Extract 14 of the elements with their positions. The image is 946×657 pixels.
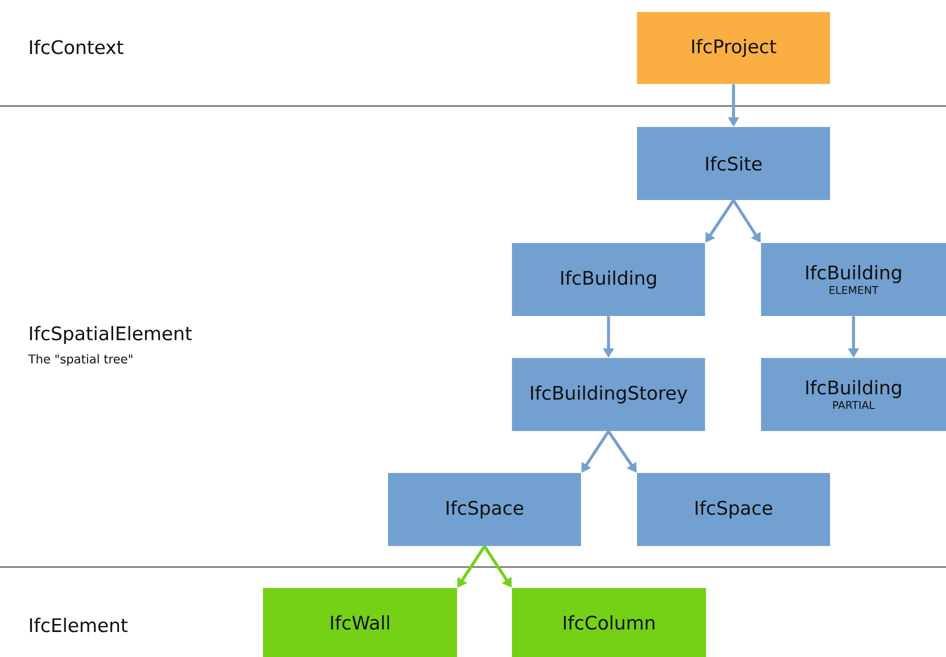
process-box: IfcBuilding PARTIAL [761,358,946,431]
process-box: IfcSite [637,127,830,200]
side-label: IfcContext [30,40,124,54]
side-label: The "spatial tree" [28,354,132,366]
process-box: IfcColumn [512,588,706,657]
process-box: IfcSpace [637,473,830,546]
process-box: IfcSpace [388,473,581,546]
side-label: IfcSpatialElement [30,326,192,344]
process-box: IfcBuilding ELEMENT [761,243,946,316]
process-box: IfcWall [263,588,457,657]
process-box: IfcBuildingStorey [512,358,705,431]
side-label: IfcElement [30,618,128,632]
process-box: IfcBuilding [512,243,705,316]
process-box: IfcProject [637,12,830,84]
